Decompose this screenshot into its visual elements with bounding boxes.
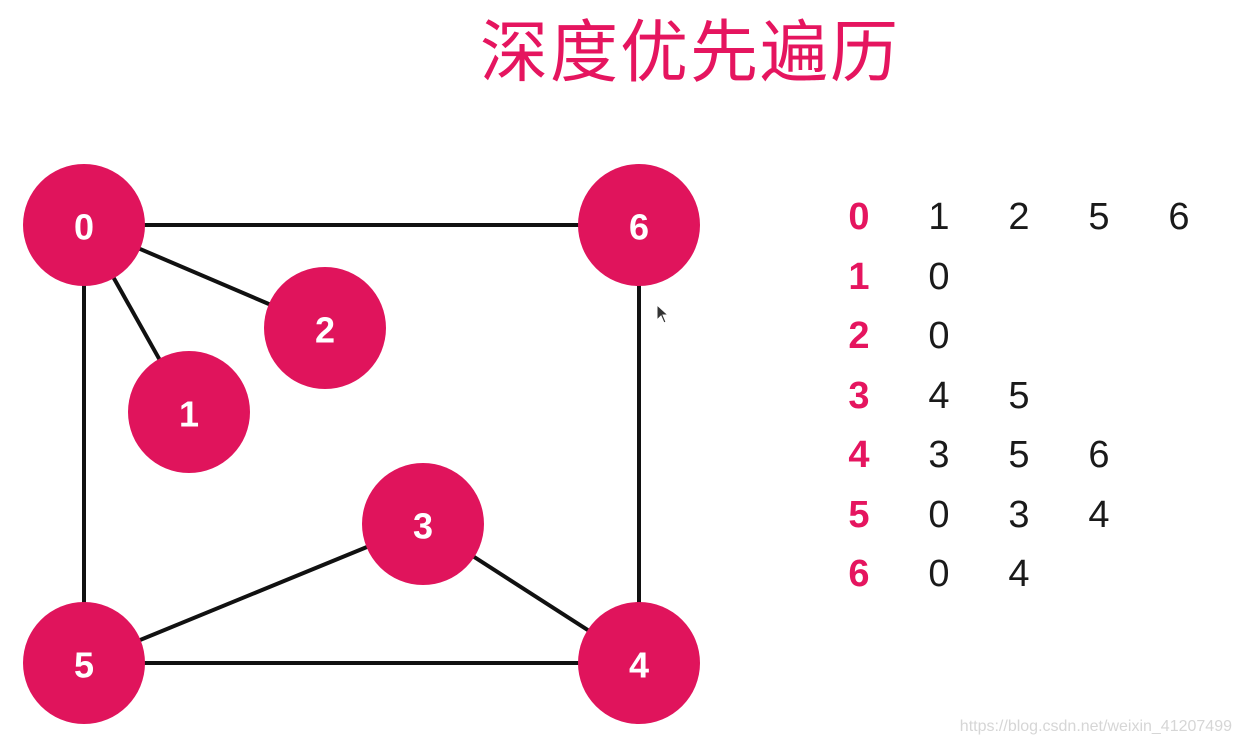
adjacency-neighbor: 3 [928,434,950,476]
adjacency-neighbor: 1 [928,196,950,238]
adjacency-vertex: 0 [848,196,870,238]
adjacency-neighbor: 2 [1008,196,1030,238]
adjacency-neighbor: 0 [928,553,950,595]
adjacency-neighbor: 4 [928,374,950,417]
node-label: 5 [74,645,94,686]
adjacency-neighbor: 0 [928,255,950,298]
adjacency-vertex: 4 [848,434,870,476]
adjacency-vertex: 1 [848,255,870,298]
node-circle [578,164,700,286]
graph-node-2: 2 [264,267,386,389]
graph-node-5: 5 [23,602,145,724]
adjacency-neighbor: 0 [928,493,950,536]
node-circle [264,267,386,389]
slide-title: 深度优先遍历 [479,14,900,93]
graph-node-4: 4 [578,602,700,724]
graph-node-3: 3 [362,463,484,585]
node-label: 1 [179,394,199,435]
node-label: 6 [629,207,649,248]
adjacency-neighbor: 5 [1008,374,1030,417]
graph-nodes: 0 1 2 3 4 5 6 [23,164,700,724]
adjacency-vertex: 2 [848,315,870,357]
adjacency-neighbor: 4 [1008,553,1030,595]
adjacency-vertex: 5 [848,493,870,536]
adjacency-neighbor: 5 [1008,434,1030,476]
watermark-url: https://blog.csdn.net/weixin_41207499 [959,718,1232,735]
adjacency-neighbor: 3 [1008,493,1030,536]
graph-node-6: 6 [578,164,700,286]
adjacency-neighbor: 5 [1088,196,1110,238]
mouse-cursor-icon [656,304,670,324]
node-circle [128,351,250,473]
node-label: 4 [629,645,649,686]
graph-node-0: 0 [23,164,145,286]
node-circle [23,164,145,286]
adjacency-neighbor: 6 [1088,434,1110,476]
node-label: 0 [74,207,94,248]
node-label: 3 [413,506,433,547]
node-label: 2 [315,310,335,351]
graph-node-1: 1 [128,351,250,473]
adjacency-vertex: 3 [848,374,870,417]
adjacency-neighbor: 4 [1088,493,1110,536]
node-circle [362,463,484,585]
edge-5-3 [83,522,424,665]
node-circle [578,602,700,724]
adjacency-neighbor: 0 [928,315,950,357]
adjacency-vertex: 6 [848,553,870,595]
adjacency-neighbor: 6 [1168,196,1190,238]
node-circle [23,602,145,724]
